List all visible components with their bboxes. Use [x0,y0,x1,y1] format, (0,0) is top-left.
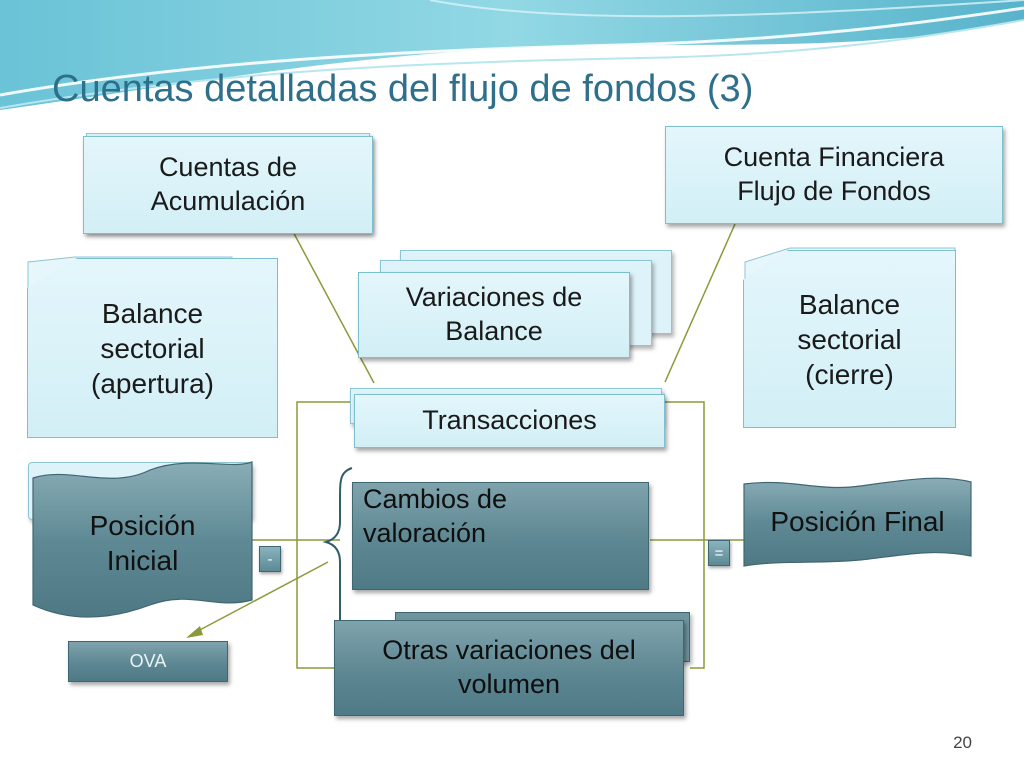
posicion-inicial-label: Posición Inicial [33,495,252,590]
slide-title: Cuentas detalladas del flujo de fondos (… [52,68,754,110]
balance-cierre-line2: sectorial [797,323,902,355]
otras-variaciones-line2: volumen [457,669,561,699]
posicion-final-label: Posición Final [770,505,945,537]
balance-cierre-line3: (cierre) [805,358,894,390]
otras-variaciones-line1: Otras variaciones del [382,635,636,666]
variaciones-balance-box: Variaciones de Balance [358,272,630,358]
ova-box: OVA [68,641,228,682]
variaciones-line2: Balance [445,316,543,346]
cuenta-financiera-line1: Cuenta Financiera [723,142,945,173]
otras-variaciones-box: Otras variaciones del volumen [334,620,684,716]
minus-operator: - [259,546,281,572]
balance-apertura-line1: Balance [101,297,204,329]
balance-apertura-line3: (apertura) [91,367,214,399]
cambios-valoracion-line1: Cambios de [363,484,508,514]
page-number: 20 [953,733,972,752]
balance-cierre-box: Balance sectorial (cierre) [743,250,956,428]
equals-operator: = [708,540,730,566]
cuentas-acumulacion-line2: Acumulación [150,186,306,216]
transacciones-box: Transacciones [354,394,665,448]
balance-apertura-line2: sectorial [100,332,205,364]
cambios-valoracion-box: Cambios de valoración [352,482,649,590]
balance-apertura-box: Balance sectorial (apertura) [27,258,278,438]
cuentas-acumulacion-line1: Cuentas de [158,152,298,183]
cuenta-financiera-line2: Flujo de Fondos [737,176,931,206]
posicion-inicial-line1: Posición [89,509,196,541]
balance-cierre-line1: Balance [798,288,901,320]
variaciones-line1: Variaciones de [405,282,583,313]
posicion-inicial-line2: Inicial [106,544,179,576]
cambios-valoracion-line2: valoración [363,517,487,548]
cuentas-acumulacion-box: Cuentas de Acumulación [83,136,373,234]
cuenta-financiera-box: Cuenta Financiera Flujo de Fondos [665,126,1003,224]
